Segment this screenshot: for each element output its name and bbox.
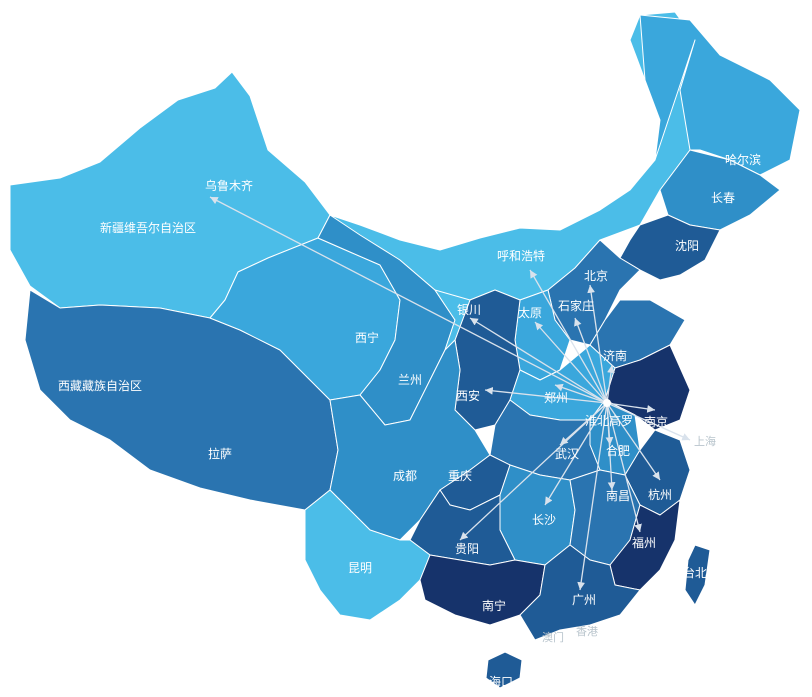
region-hainan[interactable] (485, 651, 523, 689)
flow-line-zhengzhou (554, 383, 608, 404)
label-jinan: 济南 (603, 348, 627, 363)
region-yunnan[interactable] (304, 489, 431, 621)
label-changchun: 长春 (711, 191, 735, 205)
hub-point (603, 399, 611, 407)
flow-line-changsha (544, 402, 608, 506)
label-yinchuan: 银川 (457, 303, 481, 317)
label-hangzhou: 杭州 (648, 487, 672, 502)
map-labels: 新疆维吾尔自治区 乌鲁木齐 西藏藏族自治区 拉萨 西宁 兰州 银川 呼和浩特 北… (58, 152, 761, 689)
flow-line-jinan (606, 364, 615, 404)
label-fuzhou: 福州 (632, 535, 656, 550)
flow-line-xian (484, 386, 608, 404)
label-aomen: 澳门 (542, 630, 564, 644)
label-hub: 淮北高罗 (585, 413, 633, 428)
label-urumqi: 乌鲁木齐 (205, 178, 253, 193)
label-harbin: 哈尔滨 (725, 152, 761, 167)
flow-lines (209, 196, 691, 591)
flow-line-yinchuan (469, 317, 608, 404)
flow-line-fuzhou (606, 402, 642, 533)
region-guangdong[interactable] (519, 544, 641, 641)
flow-line-shijiazhuang (574, 317, 608, 404)
flow-line-guangzhou (577, 402, 608, 591)
label-kunming: 昆明 (348, 561, 372, 575)
label-shanghai: 上海 (694, 434, 716, 448)
label-beijing: 北京 (584, 269, 608, 283)
label-hefei: 合肥 (606, 443, 630, 458)
label-lanzhou: 兰州 (398, 373, 422, 387)
flow-line-guiyang (459, 402, 608, 541)
label-chengdu: 成都 (393, 469, 417, 483)
flow-line-hangzhou (606, 402, 661, 481)
label-nanjing: 南京 (644, 414, 668, 429)
label-shijiazhuang: 石家庄 (558, 298, 594, 313)
label-changsha: 长沙 (532, 513, 556, 527)
label-tibet: 西藏藏族自治区 (58, 379, 142, 393)
flow-line-urumqi (209, 196, 608, 404)
label-chongqing: 重庆 (448, 469, 472, 483)
label-shenyang: 沈阳 (675, 238, 699, 253)
label-nanning: 南宁 (482, 598, 506, 613)
label-taibei: 台北 (683, 565, 707, 580)
region-taiwan[interactable] (684, 544, 711, 606)
label-guangzhou: 广州 (572, 593, 596, 607)
label-xian: 西安 (456, 388, 480, 403)
flow-line-nanjing (606, 402, 656, 413)
label-haikou: 海口 (489, 674, 513, 689)
label-zhengzhou: 郑州 (544, 390, 568, 405)
label-nanchang: 南昌 (606, 488, 630, 503)
label-xinjiang: 新疆维吾尔自治区 (100, 220, 196, 235)
flow-line-hohhot (529, 269, 608, 404)
flow-line-shanghai (606, 402, 691, 441)
label-taiyuan: 太原 (518, 305, 542, 320)
label-xianggang: 香港 (576, 625, 598, 638)
flow-line-taiyuan (534, 321, 608, 404)
flow-line-beijing (587, 284, 608, 404)
label-lhasa: 拉萨 (208, 446, 232, 461)
label-hohhot: 呼和浩特 (497, 248, 545, 263)
label-guiyang: 贵阳 (455, 542, 479, 556)
region-heilongjiang[interactable] (639, 14, 801, 176)
region-liaoning[interactable] (619, 214, 721, 281)
label-xining: 西宁 (355, 330, 379, 345)
label-wuhan: 武汉 (555, 447, 579, 461)
flow-line-nanchang (606, 402, 616, 491)
